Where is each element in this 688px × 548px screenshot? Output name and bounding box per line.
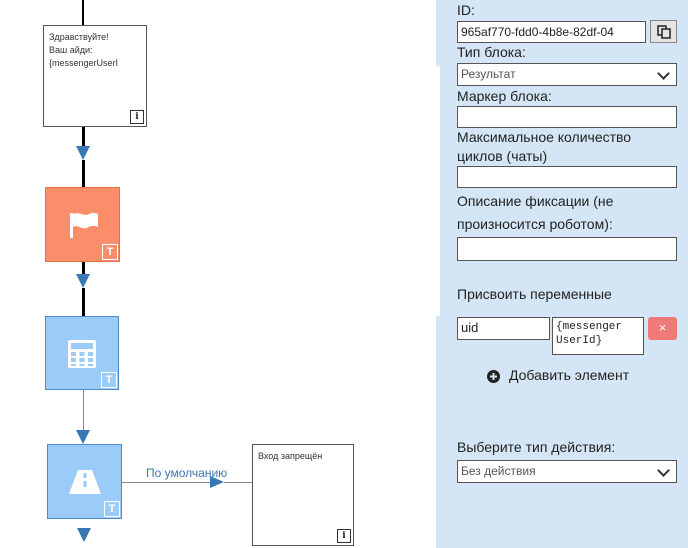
router-block-node[interactable]: T — [47, 444, 122, 519]
add-element-label: Добавить элемент — [509, 367, 630, 383]
remove-variable-button[interactable]: × — [648, 317, 677, 340]
message-block-access-denied[interactable]: Вход запрещён i — [252, 444, 354, 546]
panel-scrollbar[interactable] — [436, 66, 440, 316]
max-cycles-input[interactable] — [457, 166, 677, 188]
arrow-4 — [77, 528, 91, 542]
plus-circle-icon — [487, 370, 500, 383]
flow-canvas[interactable]: По умолчанию Здравствуйте! Ваш айди: {me… — [0, 0, 436, 548]
action-type-select[interactable]: Без действия — [457, 460, 677, 483]
road-icon — [69, 470, 101, 494]
block-type-label: Тип блока: — [457, 44, 526, 60]
id-field[interactable]: 965af770-fdd0-4b8e-82df-04 — [457, 21, 646, 43]
copy-button[interactable] — [650, 20, 677, 43]
message-line-1: Здравствуйте! — [49, 32, 109, 42]
max-cycles-label-line2: циклов (чаты) — [457, 148, 548, 164]
flag-icon — [70, 212, 98, 238]
arrow-2 — [76, 274, 90, 288]
copy-icon — [657, 25, 671, 39]
max-cycles-label-line1: Максимальное количество — [457, 129, 632, 145]
action-type-value: Без действия — [461, 464, 536, 478]
type-mark: T — [101, 372, 117, 388]
properties-panel: ID: 965af770-fdd0-4b8e-82df-04 Тип блока… — [436, 0, 688, 548]
block-type-value: Результат — [461, 67, 516, 81]
chevron-down-icon — [657, 67, 670, 80]
var-value-line-1: {messenger — [556, 321, 623, 333]
arrow-3 — [76, 430, 90, 444]
var-name-input[interactable]: uid — [457, 317, 550, 340]
connector-2 — [82, 160, 85, 187]
fixation-label-line1: Описание фиксации (не — [457, 193, 614, 209]
connector-default — [122, 482, 212, 483]
message-text: Вход запрещён — [258, 451, 323, 461]
fixation-input[interactable] — [457, 237, 677, 261]
info-icon[interactable]: i — [337, 529, 351, 543]
chevron-down-icon — [657, 464, 670, 477]
arrow-1 — [76, 146, 90, 160]
connector-top — [82, 0, 84, 25]
id-label: ID: — [457, 2, 475, 18]
calculator-icon — [68, 340, 96, 368]
block-marker-label: Маркер блока: — [457, 88, 552, 104]
type-mark: T — [104, 501, 120, 517]
connector-1 — [82, 127, 85, 147]
close-icon: × — [658, 320, 667, 335]
calculator-block-node[interactable]: T — [45, 316, 119, 390]
type-mark: T — [102, 244, 118, 260]
var-value-line-2: UserId} — [556, 335, 603, 347]
connector-4 — [82, 288, 85, 316]
action-type-label: Выберите тип действия: — [457, 439, 616, 455]
connector-3 — [82, 262, 85, 274]
arrow-default — [210, 476, 224, 488]
fixation-label-line2: произносится роботом): — [457, 216, 613, 232]
message-line-3: {messengerUserI — [49, 58, 119, 68]
message-line-2: Ваш айди: — [49, 45, 93, 55]
connector-default-2 — [224, 482, 252, 483]
info-icon[interactable]: i — [130, 110, 144, 124]
connector-5 — [83, 390, 84, 430]
message-block-greeting[interactable]: Здравствуйте! Ваш айди: {messengerUserI … — [43, 25, 147, 127]
default-edge-label[interactable]: По умолчанию — [146, 466, 228, 480]
assign-vars-label: Присвоить переменные — [457, 286, 612, 302]
result-block-node[interactable]: T — [45, 187, 120, 262]
var-value-textarea[interactable]: {messenger UserId} — [552, 317, 644, 355]
block-marker-input[interactable] — [457, 106, 677, 128]
block-type-select[interactable]: Результат — [457, 63, 677, 86]
